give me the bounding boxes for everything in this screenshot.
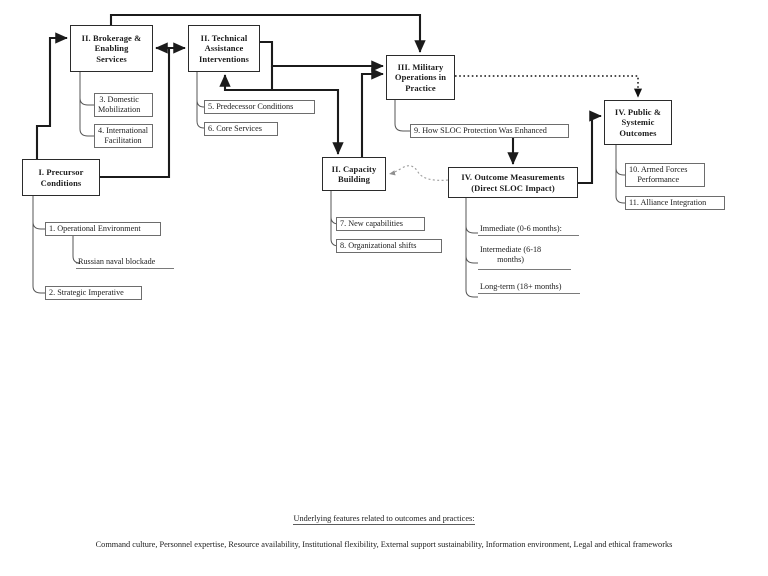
stage-label: III. Military Operations in Practice (394, 62, 447, 93)
leaf-box-international-facilitation[interactable]: 4. International Facilitation (94, 124, 153, 148)
plain-label-intermediate-timeframe: Intermediate (6-18 months) (478, 245, 571, 270)
leaf-box-strategic-imperative[interactable]: 2. Strategic Imperative (45, 286, 142, 300)
footer-features-list: Command culture, Personnel expertise, Re… (0, 540, 768, 549)
stage-box-capacity-building[interactable]: II. Capacity Building (322, 157, 386, 191)
stage-label: II. Capacity Building (331, 163, 377, 184)
stage-box-brokerage[interactable]: II. Brokerage & Enabling Services (70, 25, 153, 72)
plain-label-immediate-timeframe: Immediate (0-6 months): (478, 222, 579, 236)
leaf-box-new-capabilities[interactable]: 7. New capabilities (336, 217, 425, 231)
stage-box-outcome-measurements[interactable]: IV. Outcome Measurements (Direct SLOC Im… (448, 167, 578, 198)
leaf-label: 1. Operational Environment (49, 224, 141, 234)
stage-label: II. Technical Assistance Interventions (199, 33, 249, 64)
stage-label: IV. Public & Systemic Outcomes (614, 107, 662, 138)
leaf-box-sloc-protection-enhanced[interactable]: 9. How SLOC Protection Was Enhanced (410, 124, 569, 138)
stage-box-military-operations[interactable]: III. Military Operations in Practice (386, 55, 455, 100)
stage-label: IV. Outcome Measurements (Direct SLOC Im… (461, 172, 565, 193)
leaf-label: 2. Strategic Imperative (49, 288, 124, 298)
leaf-box-core-services[interactable]: 6. Core Services (204, 122, 278, 136)
plain-label-text: Immediate (0-6 months): (480, 223, 562, 233)
footer-heading-text: Underlying features related to outcomes … (293, 514, 475, 525)
military-to-public-dotted-arrow (455, 75, 643, 98)
leaf-label: 3. Domestic Mobilization (98, 95, 141, 114)
leaf-label: 8. Organizational shifts (340, 241, 417, 251)
footer-heading: Underlying features related to outcomes … (0, 514, 768, 525)
leaf-box-organizational-shifts[interactable]: 8. Organizational shifts (336, 239, 442, 253)
stage-box-public-systemic-outcomes[interactable]: IV. Public & Systemic Outcomes (604, 100, 672, 145)
leaf-box-armed-forces-performance[interactable]: 10. Armed Forces Performance (625, 163, 705, 187)
stage-label: II. Brokerage & Enabling Services (81, 33, 142, 64)
leaf-label: 9. How SLOC Protection Was Enhanced (414, 126, 547, 136)
leaf-label: 11. Alliance Integration (629, 198, 707, 208)
leaf-label: 4. International Facilitation (98, 126, 149, 145)
outcome-to-capacity-feedback-arrow (388, 165, 449, 181)
leaf-label: 6. Core Services (208, 124, 262, 134)
footer-features-text: Command culture, Personnel expertise, Re… (95, 540, 673, 549)
stage-box-precursor[interactable]: I. Precursor Conditions (22, 159, 100, 196)
plain-label-text: Long-term (18+ months) (480, 281, 562, 291)
leaf-label: 10. Armed Forces Performance (629, 165, 688, 184)
stage-label: I. Precursor Conditions (38, 167, 84, 188)
plain-label-russian-naval-blockade: Russian naval blockade (76, 255, 174, 269)
stage-box-technical-assistance[interactable]: II. Technical Assistance Interventions (188, 25, 260, 72)
leaf-box-operational-environment[interactable]: 1. Operational Environment (45, 222, 161, 236)
leaf-box-alliance-integration[interactable]: 11. Alliance Integration (625, 196, 725, 210)
leaf-label: 5. Predecessor Conditions (208, 102, 294, 112)
plain-label-text: Intermediate (6-18 months) (480, 245, 542, 265)
leaf-label: 7. New capabilities (340, 219, 403, 229)
leaf-box-predecessor-conditions[interactable]: 5. Predecessor Conditions (204, 100, 315, 114)
plain-label-text: Russian naval blockade (78, 256, 156, 266)
plain-label-longterm-timeframe: Long-term (18+ months) (478, 280, 580, 294)
leaf-box-domestic-mobilization[interactable]: 3. Domestic Mobilization (94, 93, 153, 117)
